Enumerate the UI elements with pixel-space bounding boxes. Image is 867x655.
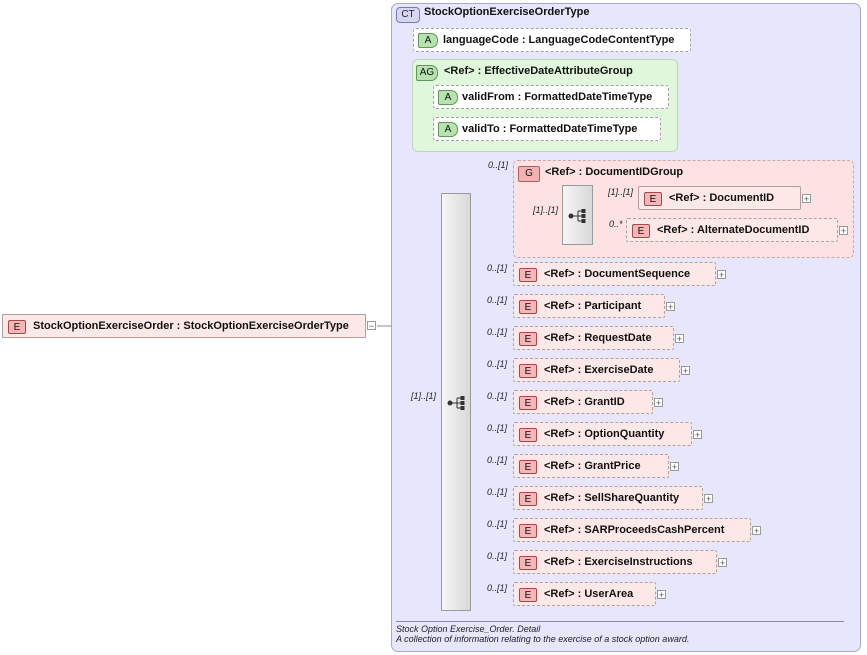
attribute-label: languageCode : LanguageCodeContentType	[443, 34, 675, 46]
collapse-icon[interactable]: −	[367, 321, 376, 331]
element-cardinality: 0..[1]	[487, 487, 508, 497]
element-row[interactable]: E <Ref> : ExerciseDate	[513, 358, 680, 382]
element-row[interactable]: E <Ref> : OptionQuantity	[513, 422, 692, 446]
attribute-valid-from[interactable]: A validFrom : FormattedDateTimeType	[433, 85, 669, 109]
choice-compositor[interactable]	[562, 185, 593, 245]
element-row[interactable]: E <Ref> : GrantID	[513, 390, 653, 414]
documentation-line-1: Stock Option Exercise_Order. Detail	[396, 624, 541, 634]
expand-icon[interactable]: +	[670, 462, 679, 472]
element-label: <Ref> : Participant	[544, 300, 642, 312]
element-cardinality: 0..[1]	[487, 455, 508, 465]
element-badge: E	[519, 396, 537, 410]
expand-icon[interactable]: +	[752, 526, 761, 536]
attribute-badge: A	[438, 90, 458, 105]
expand-icon[interactable]: +	[693, 430, 702, 440]
element-label: <Ref> : AlternateDocumentID	[657, 224, 810, 236]
attribute-badge: A	[418, 33, 438, 48]
element-label: <Ref> : ExerciseInstructions	[544, 556, 693, 568]
element-label: <Ref> : DocumentID	[669, 192, 775, 204]
expand-icon[interactable]: +	[657, 590, 666, 600]
element-row[interactable]: E <Ref> : RequestDate	[513, 326, 674, 350]
element-badge: E	[519, 492, 537, 506]
sequence-cardinality: [1]..[1]	[411, 391, 437, 401]
element-label: <Ref> : UserArea	[544, 588, 634, 600]
expand-icon[interactable]: +	[839, 226, 848, 236]
element-cardinality: 0..[1]	[487, 327, 508, 337]
document-id-cardinality: [1]..[1]	[608, 187, 634, 197]
sequence-compositor[interactable]	[441, 193, 471, 611]
attribute-badge: A	[438, 122, 458, 137]
element-row[interactable]: E <Ref> : SARProceedsCashPercent	[513, 518, 751, 542]
element-badge: E	[519, 524, 537, 538]
element-cardinality: 0..[1]	[487, 263, 508, 273]
element-badge: E	[519, 588, 537, 602]
group-label: <Ref> : DocumentIDGroup	[545, 166, 684, 178]
expand-icon[interactable]: +	[681, 366, 690, 376]
attribute-label: validFrom : FormattedDateTimeType	[462, 91, 653, 103]
element-label: <Ref> : SellShareQuantity	[544, 492, 680, 504]
element-row[interactable]: E <Ref> : GrantPrice	[513, 454, 669, 478]
element-cardinality: 0..[1]	[487, 391, 508, 401]
element-badge: E	[519, 300, 537, 314]
element-row[interactable]: E <Ref> : UserArea	[513, 582, 656, 606]
documentation-divider	[396, 621, 844, 622]
element-label: <Ref> : GrantID	[544, 396, 625, 408]
element-cardinality: 0..[1]	[487, 519, 508, 529]
expand-icon[interactable]: +	[666, 302, 675, 312]
element-badge: E	[519, 268, 537, 282]
root-element[interactable]: E StockOptionExerciseOrder : StockOption…	[2, 314, 366, 338]
alternate-document-id-element[interactable]: E <Ref> : AlternateDocumentID	[626, 218, 838, 242]
expand-icon[interactable]: +	[802, 194, 811, 204]
document-id-element[interactable]: E <Ref> : DocumentID	[638, 186, 801, 210]
element-badge: E	[632, 224, 650, 238]
element-label: <Ref> : SARProceedsCashPercent	[544, 524, 725, 536]
alternate-document-id-cardinality: 0..*	[609, 219, 623, 229]
complex-type-badge: CT	[396, 7, 420, 23]
attribute-language-code[interactable]: A languageCode : LanguageCodeContentType	[413, 28, 691, 52]
element-label: <Ref> : ExerciseDate	[544, 364, 654, 376]
element-row[interactable]: E <Ref> : Participant	[513, 294, 665, 318]
element-label: <Ref> : GrantPrice	[544, 460, 641, 472]
element-row[interactable]: E <Ref> : SellShareQuantity	[513, 486, 703, 510]
root-element-label: StockOptionExerciseOrder : StockOptionEx…	[33, 320, 349, 332]
element-label: <Ref> : OptionQuantity	[544, 428, 665, 440]
element-cardinality: 0..[1]	[487, 583, 508, 593]
element-badge: E	[8, 320, 26, 334]
element-label: <Ref> : RequestDate	[544, 332, 652, 344]
documentation-line-2: A collection of information relating to …	[396, 634, 690, 644]
attribute-group-label: <Ref> : EffectiveDateAttributeGroup	[444, 65, 633, 77]
complex-type-title: StockOptionExerciseOrderType	[424, 6, 590, 18]
attribute-label: validTo : FormattedDateTimeType	[462, 123, 638, 135]
element-badge: E	[519, 460, 537, 474]
choice-cardinality: [1]..[1]	[533, 205, 559, 215]
attribute-valid-to[interactable]: A validTo : FormattedDateTimeType	[433, 117, 661, 141]
expand-icon[interactable]: +	[717, 270, 726, 280]
group-cardinality: 0..[1]	[488, 160, 509, 170]
element-badge: E	[519, 364, 537, 378]
sequence-icon	[447, 396, 465, 410]
element-label: <Ref> : DocumentSequence	[544, 268, 691, 280]
element-badge: E	[519, 332, 537, 346]
choice-icon	[568, 209, 586, 223]
element-badge: E	[644, 192, 662, 206]
expand-icon[interactable]: +	[654, 398, 663, 408]
element-row[interactable]: E <Ref> : DocumentSequence	[513, 262, 716, 286]
expand-icon[interactable]: +	[704, 494, 713, 504]
attribute-group-badge: AG	[416, 65, 438, 81]
element-badge: E	[519, 556, 537, 570]
expand-icon[interactable]: +	[675, 334, 684, 344]
element-cardinality: 0..[1]	[487, 359, 508, 369]
element-cardinality: 0..[1]	[487, 423, 508, 433]
element-cardinality: 0..[1]	[487, 551, 508, 561]
element-badge: E	[519, 428, 537, 442]
expand-icon[interactable]: +	[718, 558, 727, 568]
element-cardinality: 0..[1]	[487, 295, 508, 305]
group-badge: G	[518, 166, 540, 182]
element-row[interactable]: E <Ref> : ExerciseInstructions	[513, 550, 717, 574]
